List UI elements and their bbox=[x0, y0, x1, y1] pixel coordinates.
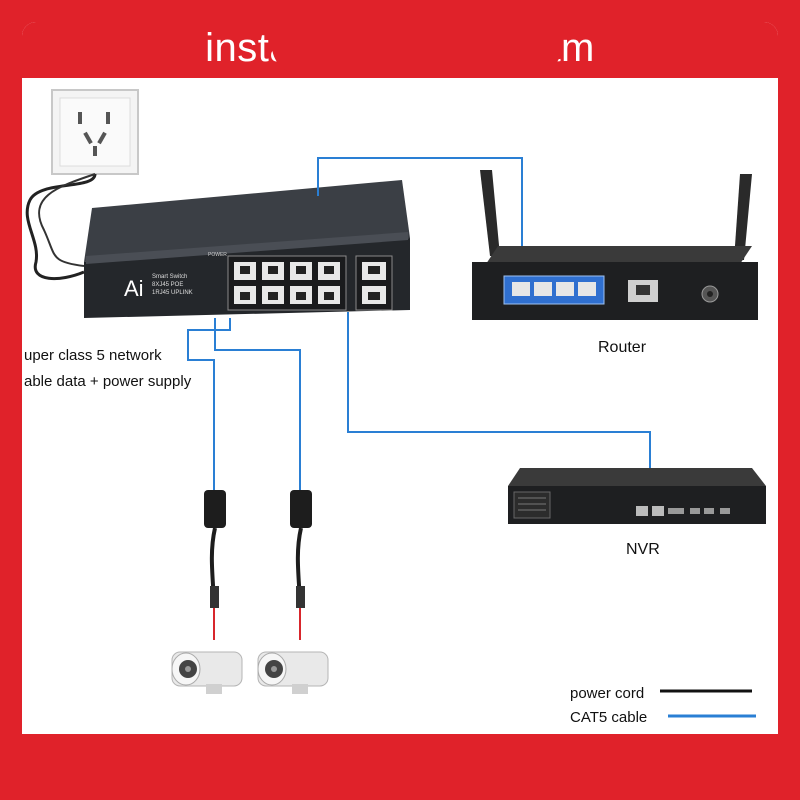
poe-switch-icon: Ai Smart Switch 8XJ45 POE 1RJ45 UPLINK P… bbox=[84, 180, 410, 318]
switch-caption-2: 8XJ45 POE bbox=[152, 282, 183, 288]
legend-cat5: CAT5 cable bbox=[570, 709, 647, 726]
legend-power-cord: power cord bbox=[570, 685, 644, 702]
cable-note-line2: able data + power supply bbox=[24, 373, 192, 390]
power-cable bbox=[25, 173, 97, 281]
switch-uplink-ports bbox=[355, 255, 393, 311]
switch-caption-1: Smart Switch bbox=[152, 274, 187, 280]
switch-caption-3: 1RJ45 UPLINK bbox=[152, 290, 193, 296]
title-tab-overlay bbox=[272, 22, 562, 74]
router-icon bbox=[472, 170, 758, 320]
legend: power cord CAT5 cable bbox=[570, 685, 756, 726]
cat5-switch-to-camera-1 bbox=[187, 318, 231, 500]
router-label: Router bbox=[598, 339, 647, 356]
cat5-switch-to-camera-2 bbox=[214, 318, 301, 500]
cat5-switch-to-router bbox=[317, 157, 523, 290]
wall-outlet-icon bbox=[51, 89, 139, 175]
cable-note-line1: uper class 5 network bbox=[24, 347, 162, 364]
poe-splitter-icon bbox=[204, 490, 312, 640]
bullet-camera-icon bbox=[171, 651, 329, 694]
cat5-cables bbox=[187, 157, 651, 510]
switch-brand: Ai bbox=[124, 276, 144, 301]
switch-poe-ports bbox=[227, 255, 347, 311]
nvr-icon bbox=[508, 468, 766, 524]
nvr-label: NVR bbox=[626, 541, 660, 558]
switch-power-label: POWER bbox=[208, 252, 227, 258]
diagram-panel: insta ram bbox=[22, 22, 778, 734]
